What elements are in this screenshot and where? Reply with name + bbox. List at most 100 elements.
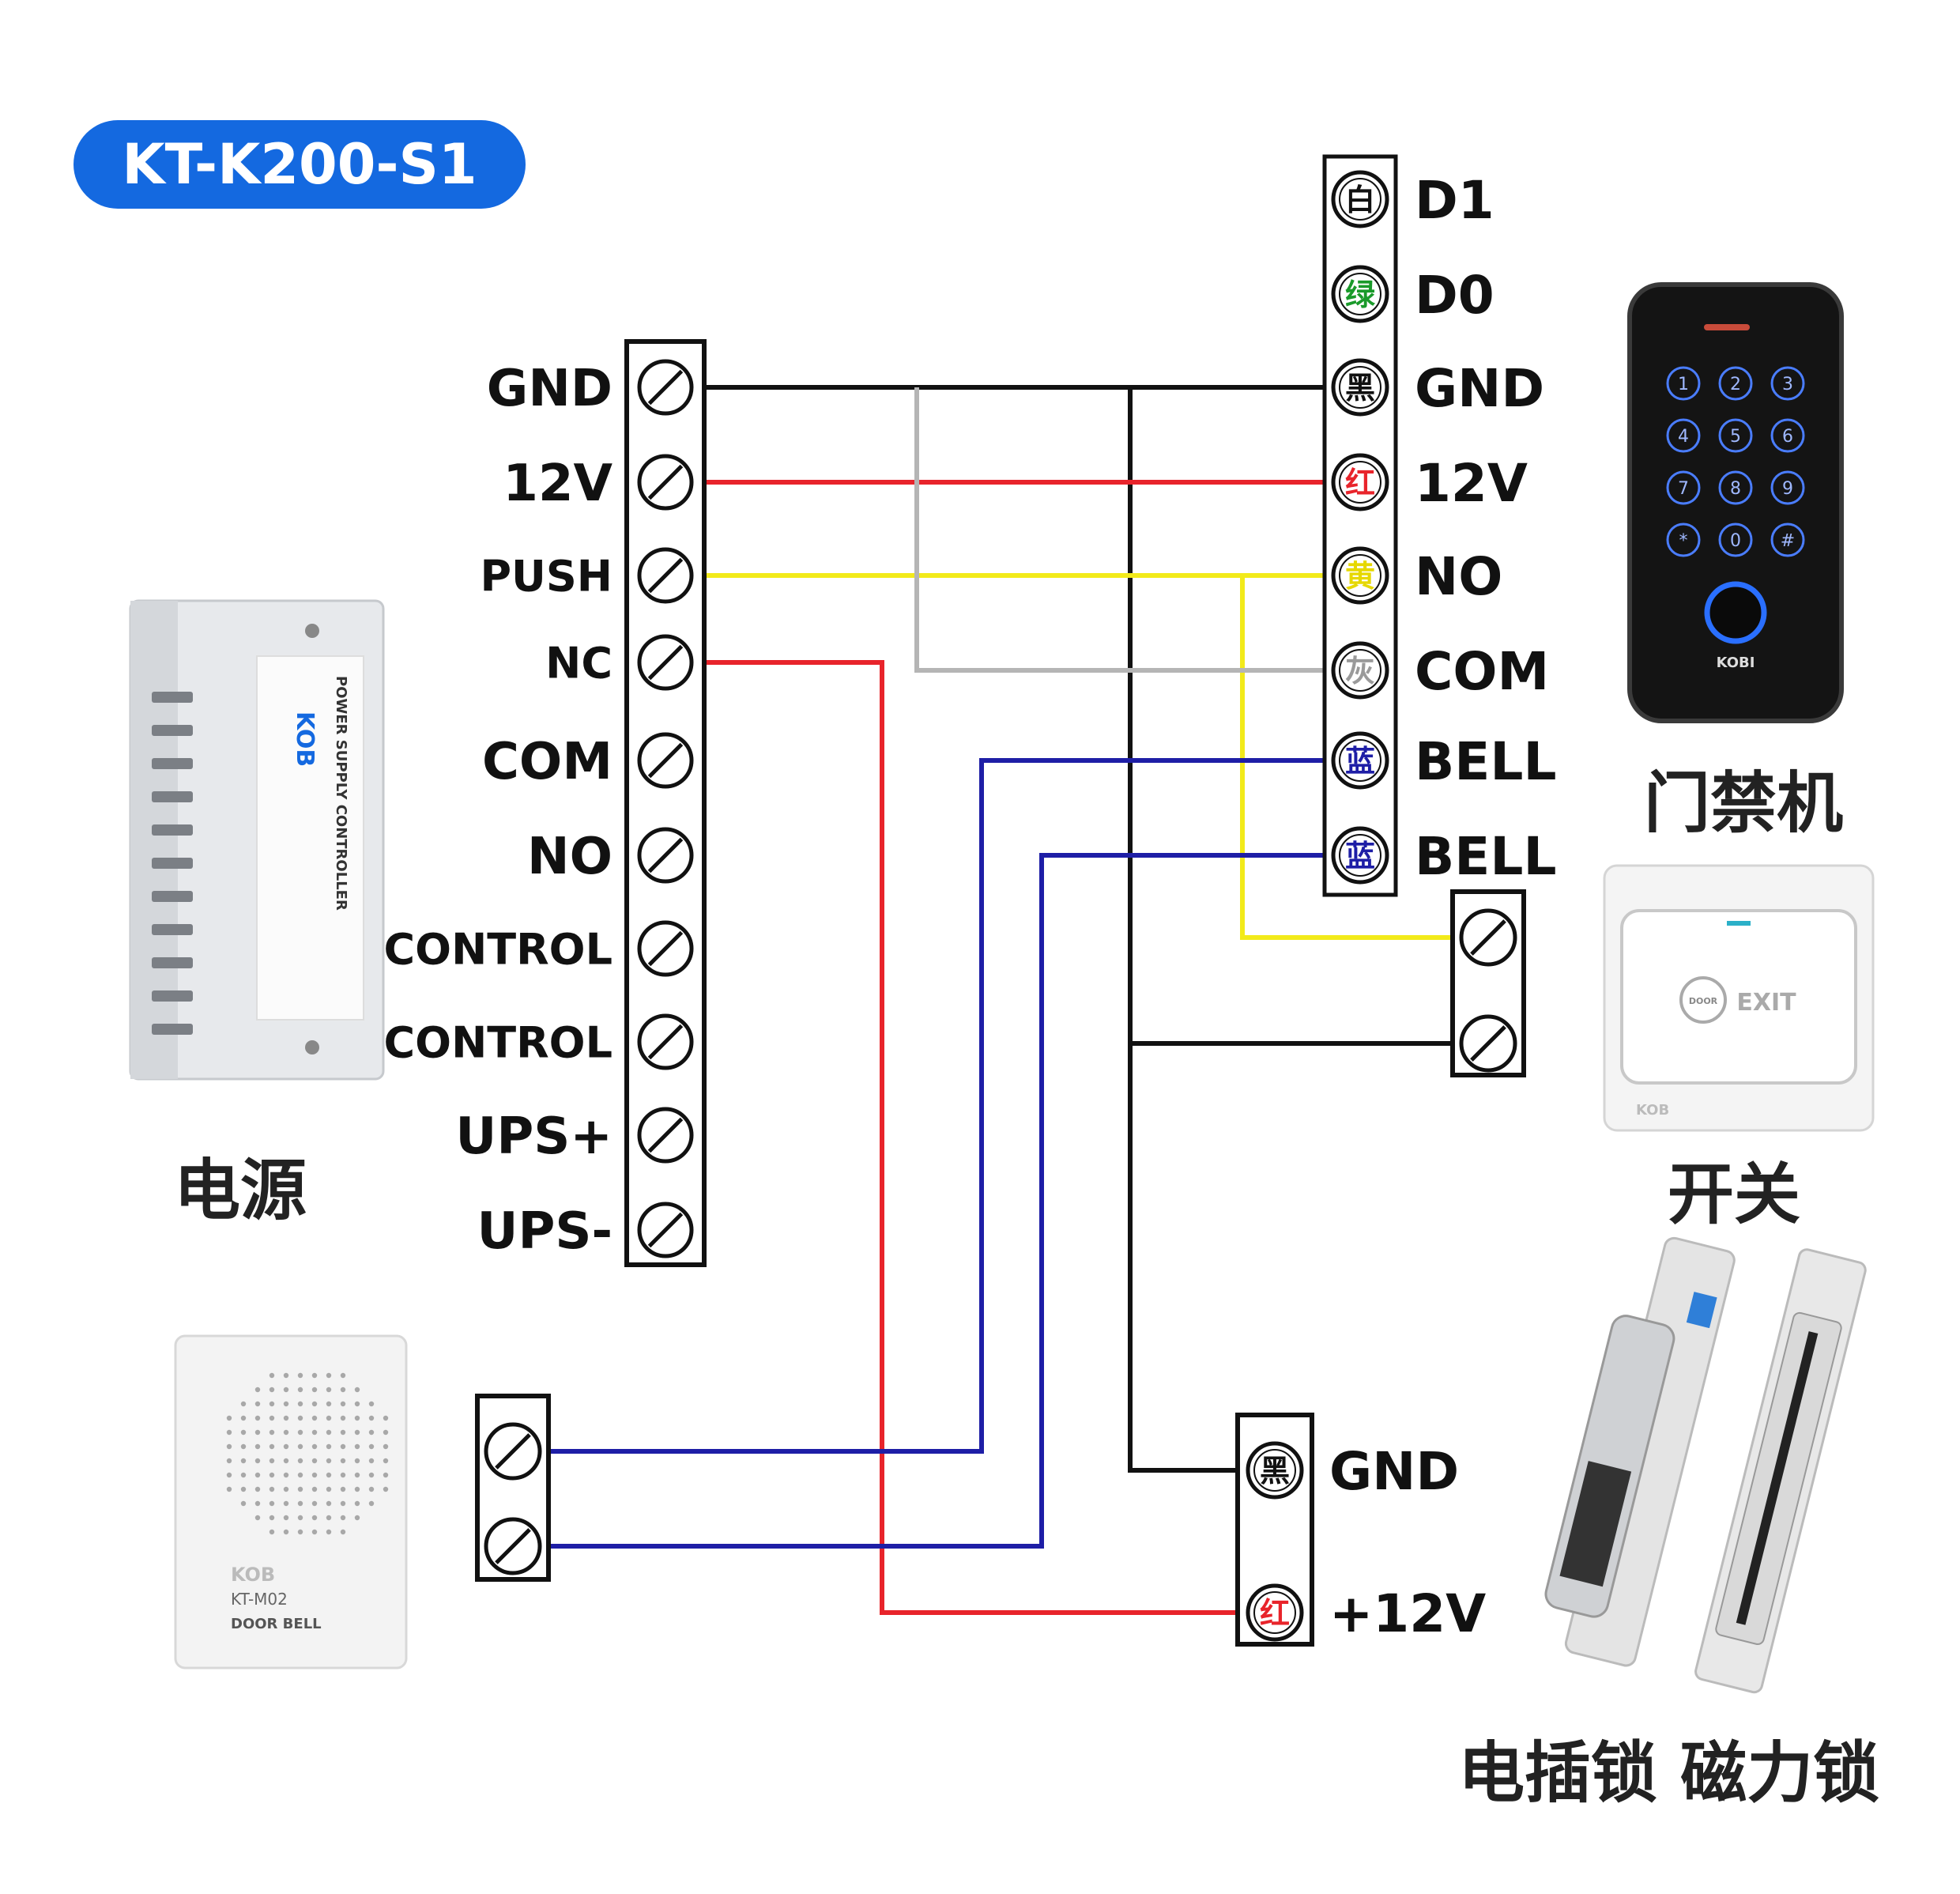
bell-speaker-hole — [240, 1429, 247, 1436]
reader-key-11: 0 — [1718, 523, 1753, 557]
bell-speaker-hole — [240, 1458, 247, 1464]
bell-speaker-hole — [254, 1458, 261, 1464]
bell-speaker-hole — [368, 1472, 375, 1478]
bell-speaker-hole — [340, 1515, 346, 1521]
bell-speaker-hole — [368, 1429, 375, 1436]
bell-speaker-hole — [254, 1486, 261, 1492]
bell-speaker-hole — [340, 1401, 346, 1407]
caption-switch: 开关 — [1668, 1156, 1800, 1233]
bell-speaker-hole — [311, 1372, 318, 1379]
bell-speaker-hole — [269, 1443, 275, 1450]
bolt-lock-connector — [1686, 1292, 1717, 1329]
psu-title: POWER SUPPLY CONTROLLER — [333, 676, 349, 911]
bell-speaker-hole — [269, 1500, 275, 1507]
bell-brand: KOB — [231, 1564, 275, 1586]
bell-speaker-hole — [226, 1458, 232, 1464]
reader-label-3: GND — [1415, 358, 1544, 419]
bell-speaker-hole — [283, 1472, 289, 1478]
power-label-4: NC — [545, 638, 612, 688]
psu-screw-top — [305, 624, 319, 638]
bell-model: KT-M02 — [231, 1590, 288, 1609]
reader-key-7: 7 — [1666, 470, 1701, 505]
model-badge: KT-K200-S1 — [74, 120, 526, 209]
bell-speaker-hole — [326, 1387, 332, 1393]
wire-bell-2 — [547, 853, 1328, 1549]
bell-speaker-hole — [269, 1515, 275, 1521]
bell-speaker-hole — [326, 1429, 332, 1436]
bell-speaker-hole — [340, 1372, 346, 1379]
caption-reader: 门禁机 — [1644, 764, 1843, 842]
power-supply-device: KOB POWER SUPPLY CONTROLLER — [129, 599, 385, 1081]
bell-speaker-hole — [311, 1458, 318, 1464]
bell-speaker-hole — [354, 1415, 360, 1421]
reader-key-label-1: 1 — [1678, 375, 1689, 394]
bell-speaker-hole — [311, 1529, 318, 1535]
switch-terminal-block — [1450, 889, 1526, 1077]
power-screw-5 — [637, 732, 694, 789]
power-screw-4 — [637, 634, 694, 691]
bell-speaker-hole — [269, 1387, 275, 1393]
psu-vent — [152, 791, 193, 802]
switch-screw-2 — [1459, 1014, 1517, 1073]
reader-label-2: D0 — [1415, 265, 1494, 326]
reader-terminal-char-8: 蓝 — [1345, 839, 1375, 873]
power-label-10: UPS- — [477, 1202, 612, 1261]
power-label-7: CONTROL — [384, 924, 612, 974]
power-screw-2 — [637, 454, 694, 511]
bell-speaker-hole — [326, 1472, 332, 1478]
reader-key-label-7: 7 — [1678, 479, 1689, 499]
reader-key-12: # — [1770, 523, 1805, 557]
power-screw-7 — [637, 920, 694, 977]
psu-vent — [152, 1024, 193, 1035]
psu-vent — [152, 891, 193, 902]
bell-speaker-hole — [297, 1415, 303, 1421]
lock-label-1: GND — [1329, 1441, 1459, 1502]
lock-label-2: +12V — [1329, 1583, 1486, 1644]
bell-speaker-hole — [340, 1472, 346, 1478]
reader-key-2: 2 — [1718, 366, 1753, 401]
reader-terminal-6: 灰 — [1331, 641, 1389, 700]
electric-bolt-lock — [1544, 1236, 1736, 1667]
power-screw-1 — [637, 359, 694, 416]
wire-gnd-lock — [1128, 1043, 1241, 1473]
bell-speaker-hole — [311, 1486, 318, 1492]
bell-speaker-hole — [283, 1458, 289, 1464]
exit-switch-device: DOOR EXIT KOB — [1603, 864, 1875, 1132]
bell-speaker-hole — [354, 1500, 360, 1507]
bell-speaker-hole — [254, 1500, 261, 1507]
bell-speaker-hole — [368, 1401, 375, 1407]
model-label: KT-K200-S1 — [122, 132, 477, 197]
bell-speaker-hole — [269, 1372, 275, 1379]
bell-speaker-hole — [311, 1443, 318, 1450]
reader-terminal-char-3: 黑 — [1345, 371, 1375, 406]
bell-speaker-hole — [240, 1443, 247, 1450]
lock-terminal-block: 黑红 — [1235, 1413, 1314, 1647]
bell-name: DOOR BELL — [231, 1616, 322, 1632]
psu-sticker — [256, 655, 364, 1021]
bell-speaker-hole — [368, 1415, 375, 1421]
bell-speaker-hole — [311, 1401, 318, 1407]
caption-power: 电源 — [174, 1152, 307, 1229]
reader-terminal-char-7: 蓝 — [1345, 744, 1375, 779]
power-screw-9 — [637, 1107, 694, 1164]
bell-speaker-hole — [383, 1429, 389, 1436]
door-bell-device: KOB KT-M02 DOOR BELL — [174, 1334, 408, 1670]
bell-speaker-hole — [340, 1486, 346, 1492]
bell-speaker-hole — [283, 1429, 289, 1436]
bell-speaker-hole — [269, 1401, 275, 1407]
bell-speaker-hole — [354, 1472, 360, 1478]
reader-key-label-5: 5 — [1730, 427, 1741, 447]
psu-vent — [152, 858, 193, 869]
reader-terminal-char-6: 灰 — [1345, 654, 1375, 689]
bell-speaker-hole — [368, 1458, 375, 1464]
switch-door-circle — [1679, 976, 1727, 1024]
bell-speaker-hole — [383, 1458, 389, 1464]
bell-speaker-hole — [297, 1401, 303, 1407]
reader-terminal-5: 黄 — [1331, 546, 1389, 605]
reader-key-label-2: 2 — [1730, 375, 1741, 394]
reader-key-6: 6 — [1770, 418, 1805, 453]
bell-speaker-hole — [226, 1486, 232, 1492]
